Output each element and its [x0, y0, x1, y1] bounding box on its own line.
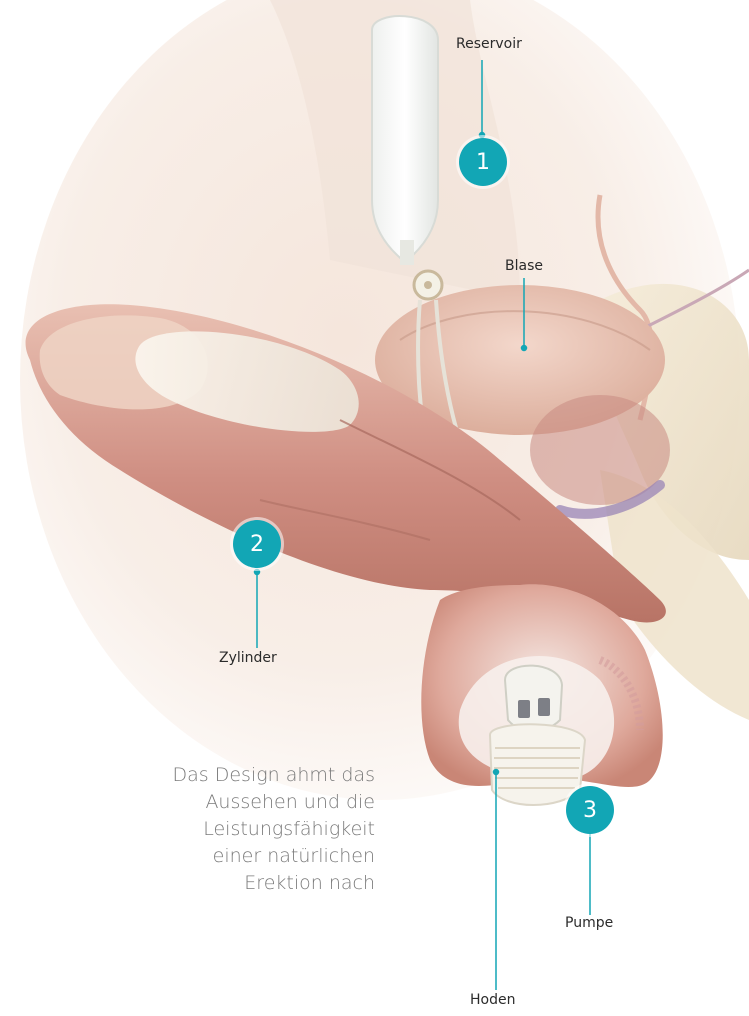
- label-blase: Blase: [505, 258, 543, 274]
- caption-line-4: einer natürlichen: [173, 843, 375, 870]
- caption-line-2: Aussehen und die: [173, 789, 375, 816]
- caption-line-1: Das Design ahmt das: [173, 762, 375, 789]
- caption-line-3: Leistungsfähigkeit: [173, 816, 375, 843]
- pump-valve-right: [538, 698, 550, 716]
- pump-valve-left: [518, 700, 530, 718]
- caption: Das Design ahmt das Aussehen und die Lei…: [173, 762, 375, 897]
- pump-bulb: [490, 724, 585, 805]
- reservoir-neck: [400, 240, 414, 265]
- label-hoden: Hoden: [470, 992, 515, 1008]
- label-reservoir: Reservoir: [456, 36, 522, 52]
- label-pumpe: Pumpe: [565, 915, 613, 931]
- badge-2: 2: [233, 520, 281, 568]
- badge-1: 1: [459, 138, 507, 186]
- badge-3: 3: [566, 786, 614, 834]
- label-zylinder: Zylinder: [219, 650, 277, 666]
- pump-head: [505, 666, 562, 732]
- caption-line-5: Erektion nach: [173, 870, 375, 897]
- reservoir-body: [372, 16, 438, 262]
